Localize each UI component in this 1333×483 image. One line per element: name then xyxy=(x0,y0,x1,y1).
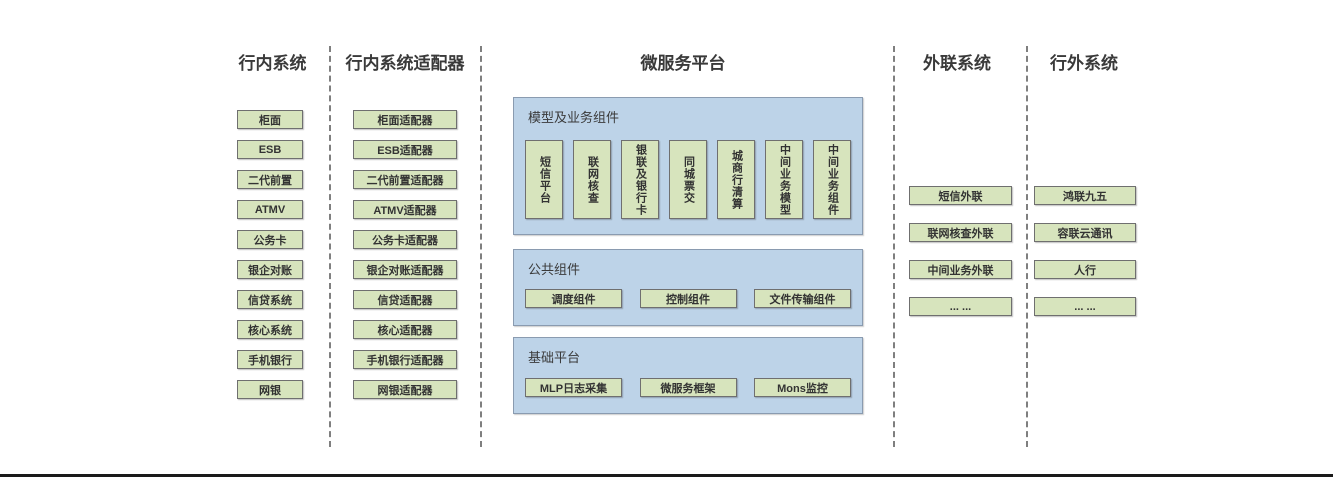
base-platform-box: MLP日志采集 xyxy=(525,378,622,397)
external-link-box: 联网核查外联 xyxy=(909,223,1012,242)
model-component-box: 城商行清算 xyxy=(717,140,755,219)
external-link-box: 中间业务外联 xyxy=(909,260,1012,279)
internal-system-box: ESB xyxy=(237,140,303,159)
adapter-box: 核心适配器 xyxy=(353,320,457,339)
dashed-separator xyxy=(893,46,895,447)
adapter-box: 网银适配器 xyxy=(353,380,457,399)
model-component-box: 同城票交 xyxy=(669,140,707,219)
adapter-box: 柜面适配器 xyxy=(353,110,457,129)
adapter-box: 手机银行适配器 xyxy=(353,350,457,369)
external-systems-column: 短信外联 联网核查外联 中间业务外联 ... ... xyxy=(909,186,1012,316)
external-link-box: 短信外联 xyxy=(909,186,1012,205)
external-systems-title: 外联系统 xyxy=(923,54,991,73)
outer-system-box: ... ... xyxy=(1034,297,1136,316)
model-component-box: 中间业务组件 xyxy=(813,140,851,219)
base-platform-box: 微服务框架 xyxy=(639,378,737,397)
outer-systems-column: 鸿联九五 容联云通讯 人行 ... ... xyxy=(1034,186,1136,316)
model-component-box: 银联及银行卡 xyxy=(621,140,659,219)
model-component-box: 联网核查 xyxy=(573,140,611,219)
outer-system-box: 容联云通讯 xyxy=(1034,223,1136,242)
common-components-row: 调度组件 控制组件 文件传输组件 xyxy=(525,289,851,308)
base-platform-box: Mons监控 xyxy=(754,378,851,397)
adapter-box: 二代前置适配器 xyxy=(353,170,457,189)
common-component-box: 控制组件 xyxy=(639,289,737,308)
internal-system-box: 二代前置 xyxy=(237,170,303,189)
internal-system-box: 公务卡 xyxy=(237,230,303,249)
internal-system-box: ATMV xyxy=(237,200,303,219)
adapter-box: 银企对账适配器 xyxy=(353,260,457,279)
dashed-separator xyxy=(480,46,482,447)
section-label: 公共组件 xyxy=(528,262,581,277)
adapter-box: ESB适配器 xyxy=(353,140,457,159)
internal-system-box: 手机银行 xyxy=(237,350,303,369)
microservice-platform-title: 微服务平台 xyxy=(640,54,726,73)
model-component-box: 短信平台 xyxy=(525,140,563,219)
dashed-separator xyxy=(329,46,331,447)
common-components-section: 公共组件 调度组件 控制组件 文件传输组件 xyxy=(513,249,863,326)
internal-system-box: 柜面 xyxy=(237,110,303,129)
model-component-box: 中间业务模型 xyxy=(765,140,803,219)
common-component-box: 调度组件 xyxy=(525,289,622,308)
outer-system-box: 鸿联九五 xyxy=(1034,186,1136,205)
internal-systems-title: 行内系统 xyxy=(238,54,307,73)
adapters-column: 柜面适配器 ESB适配器 二代前置适配器 ATMV适配器 公务卡适配器 银企对账… xyxy=(353,110,457,399)
adapter-box: ATMV适配器 xyxy=(353,200,457,219)
external-link-box: ... ... xyxy=(909,297,1012,316)
bottom-divider-line xyxy=(0,474,1333,477)
base-platform-row: MLP日志采集 微服务框架 Mons监控 xyxy=(525,378,851,397)
outer-system-box: 人行 xyxy=(1034,260,1136,279)
internal-systems-column: 柜面 ESB 二代前置 ATMV 公务卡 银企对账 信贷系统 核心系统 手机银行… xyxy=(237,110,303,399)
common-component-box: 文件传输组件 xyxy=(754,289,851,308)
base-platform-section: 基础平台 MLP日志采集 微服务框架 Mons监控 xyxy=(513,337,863,414)
adapter-box: 公务卡适配器 xyxy=(353,230,457,249)
internal-system-box: 核心系统 xyxy=(237,320,303,339)
internal-system-box: 信贷系统 xyxy=(237,290,303,309)
outer-systems-title: 行外系统 xyxy=(1050,54,1118,73)
adapter-box: 信贷适配器 xyxy=(353,290,457,309)
internal-system-box: 网银 xyxy=(237,380,303,399)
model-components-row: 短信平台 联网核查 银联及银行卡 同城票交 城商行清算 中间业务模型 中间业务组… xyxy=(525,140,851,219)
adapters-title: 行内系统适配器 xyxy=(345,54,465,73)
section-label: 基础平台 xyxy=(528,350,581,365)
internal-system-box: 银企对账 xyxy=(237,260,303,279)
dashed-separator xyxy=(1026,46,1028,447)
model-business-components-section: 模型及业务组件 短信平台 联网核查 银联及银行卡 同城票交 城商行清算 中间业务… xyxy=(513,97,863,235)
section-label: 模型及业务组件 xyxy=(528,110,620,125)
